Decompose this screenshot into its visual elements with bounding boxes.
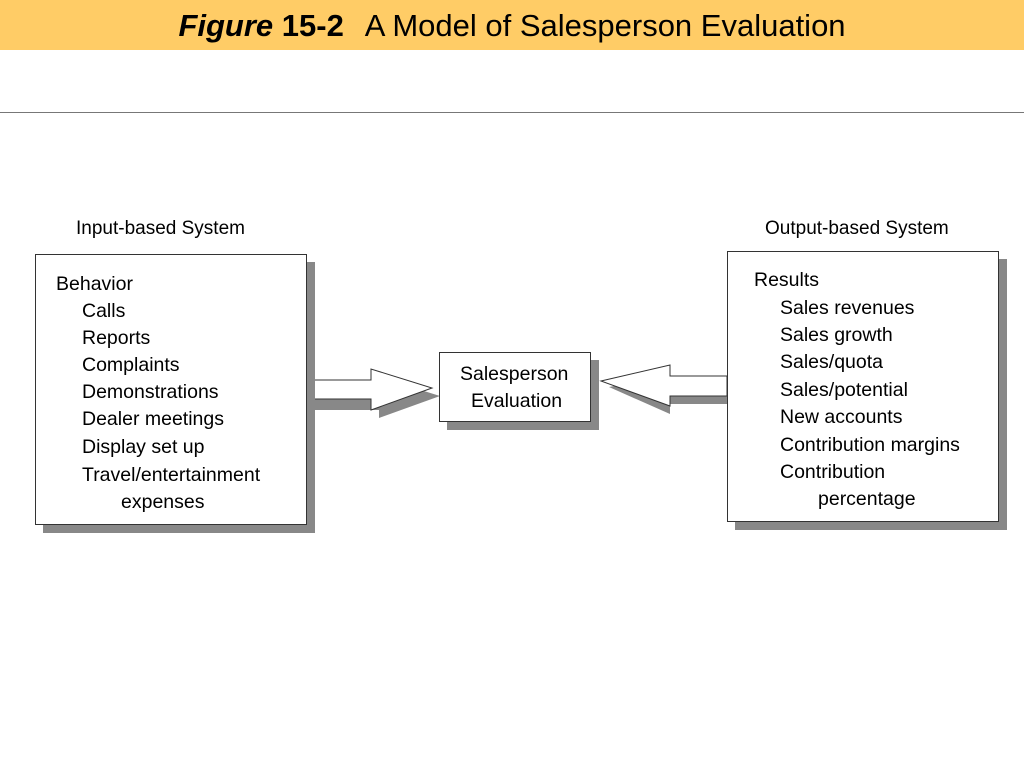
right-arrow	[599, 364, 728, 407]
output-item: Sales/quota	[780, 351, 883, 373]
input-system-heading: Input-based System	[76, 218, 245, 239]
output-item: Sales/potential	[780, 379, 908, 401]
left-arrow	[305, 368, 434, 411]
input-item: Dealer meetings	[82, 408, 224, 430]
center-label-line1: Salesperson	[460, 363, 569, 385]
input-item-continuation: expenses	[121, 491, 205, 513]
output-system-box: Results Sales revenues Sales growth Sale…	[727, 251, 999, 522]
output-system-heading: Output-based System	[765, 218, 949, 239]
figure-word: Figure	[178, 8, 274, 43]
output-item-continuation: percentage	[818, 488, 916, 510]
salesperson-evaluation-box: Salesperson Evaluation	[439, 352, 591, 422]
input-category-label: Behavior	[56, 273, 133, 295]
output-item: Contribution	[780, 461, 886, 483]
output-item: New accounts	[780, 406, 903, 428]
figure-number: 15-2	[281, 8, 344, 43]
header-divider	[0, 112, 1024, 113]
title-bar	[0, 0, 1024, 50]
output-category-label: Results	[754, 269, 820, 291]
input-item: Calls	[82, 300, 126, 322]
center-label-line2: Evaluation	[471, 390, 563, 412]
output-item: Sales growth	[780, 324, 893, 346]
figure-title: A Model of Salesperson Evaluation	[364, 8, 846, 43]
input-system-box: Behavior Calls Reports Complaints Demons…	[35, 254, 307, 525]
input-item: Complaints	[82, 354, 180, 376]
input-item: Travel/entertainment	[82, 464, 261, 486]
output-item: Contribution margins	[780, 434, 960, 456]
input-item: Demonstrations	[82, 381, 219, 403]
slide-title: Figure 15-2 A Model of Salesperson Evalu…	[0, 8, 1024, 44]
input-item: Display set up	[82, 436, 205, 458]
input-item: Reports	[82, 327, 151, 349]
output-item: Sales revenues	[780, 297, 915, 319]
